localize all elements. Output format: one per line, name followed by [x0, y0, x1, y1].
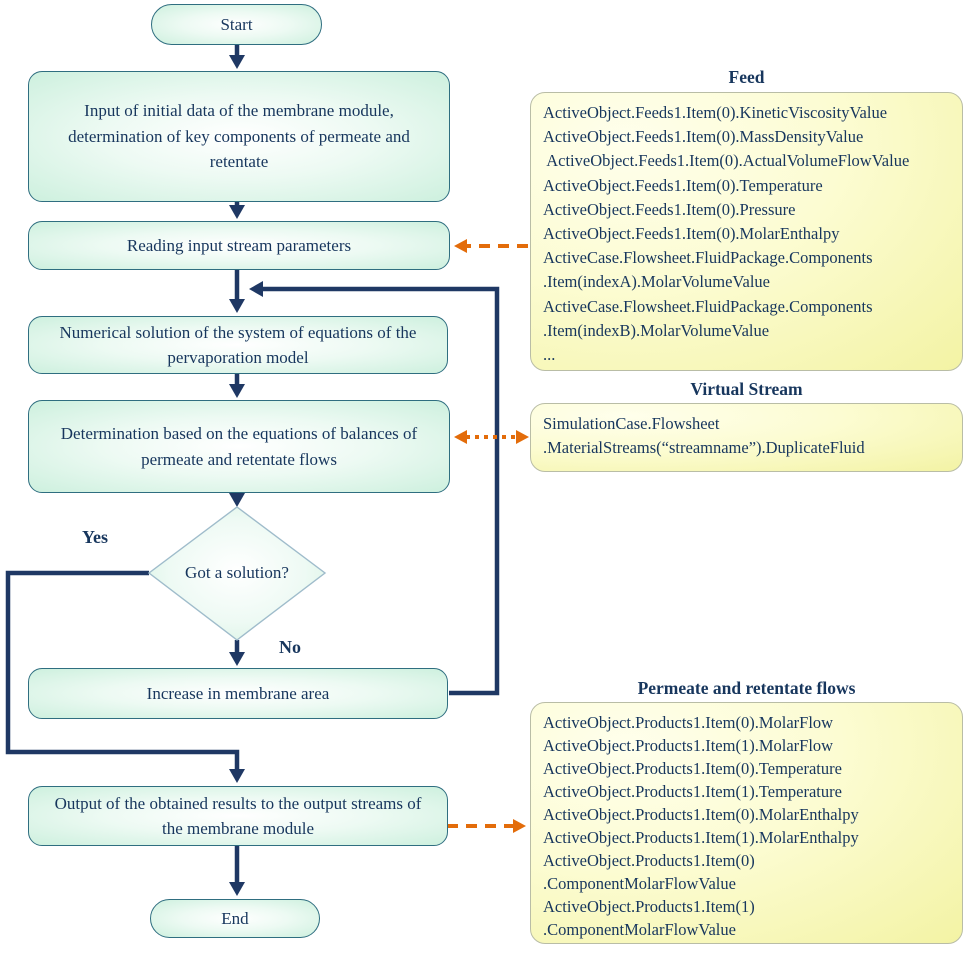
step-label: Reading input stream parameters [126, 235, 352, 255]
code-line: .Item(indexA).MolarVolumeValue [543, 272, 770, 292]
step-input-data: Input of initial data of the membrane mo… [28, 71, 450, 202]
code-line: ActiveObject.Products1.Item(0).Temperatu… [543, 759, 842, 778]
end-label: End [221, 908, 249, 928]
step-increase-area: Increase in membrane area [28, 668, 448, 719]
code-line: ActiveObject.Products1.Item(1) [543, 897, 755, 916]
start-node: Start [151, 4, 322, 45]
code-line: SimulationCase.Flowsheet [543, 414, 720, 433]
code-line: .ComponentMolarFlowValue [543, 920, 736, 939]
code-line: .Item(indexB).MolarVolumeValue [543, 320, 770, 340]
code-line: ActiveObject.Feeds1.Item(0).MassDensityV… [543, 127, 864, 147]
virtual-stream-panel: SimulationCase.Flowsheet .MaterialStream… [530, 403, 963, 472]
yes-branch-label: Yes [82, 527, 108, 547]
step-label: Output of the obtained results to the ou… [54, 793, 422, 839]
virtual-stream-panel-title: Virtual Stream [690, 379, 803, 399]
code-line: .ComponentMolarFlowValue [543, 874, 736, 893]
code-line: ActiveObject.Products1.Item(1).MolarFlow [543, 736, 834, 755]
start-label: Start [220, 14, 253, 34]
step-label: Input of initial data of the membrane mo… [68, 101, 410, 172]
code-line: ActiveObject.Feeds1.Item(0).MolarEnthalp… [543, 224, 840, 244]
end-node: End [150, 899, 320, 938]
decision-label: Got a solution? [185, 563, 289, 582]
arrow-loop-increase-to-junction [249, 281, 500, 696]
code-line: ActiveObject.Feeds1.Item(0).Pressure [543, 199, 796, 219]
code-line: ActiveObject.Products1.Item(0).MolarFlow [543, 713, 834, 732]
step-output-results: Output of the obtained results to the ou… [28, 786, 448, 846]
code-line: ActiveObject.Products1.Item(1).Temperatu… [543, 782, 842, 801]
decision-diamond-shape [147, 506, 327, 641]
feed-panel: ActiveObject.Feeds1.Item(0).KineticVisco… [530, 92, 963, 371]
code-line: ActiveCase.Flowsheet.FluidPackage.Compon… [543, 296, 873, 316]
code-line: ActiveObject.Feeds1.Item(0).KineticVisco… [543, 103, 888, 122]
permeate-panel-title: Permeate and retentate flows [637, 678, 856, 698]
no-branch-label: No [279, 637, 301, 657]
code-line: ActiveObject.Products1.Item(0) [543, 851, 755, 870]
code-line: ActiveObject.Products1.Item(1).MolarEnth… [543, 828, 859, 847]
code-line: ActiveObject.Products1.Item(0).MolarEnth… [543, 805, 859, 824]
code-line: ActiveObject.Feeds1.Item(0).Temperature [543, 175, 823, 195]
feed-panel-title: Feed [728, 67, 765, 87]
code-line: ... [543, 345, 556, 365]
step-determination-balances: Determination based on the equations of … [28, 400, 450, 493]
code-line: .MaterialStreams(“streamname”).Duplicate… [543, 438, 865, 457]
step-reading-parameters: Reading input stream parameters [28, 221, 450, 270]
step-label: Increase in membrane area [146, 683, 330, 703]
permeate-panel: ActiveObject.Products1.Item(0).MolarFlow… [530, 702, 963, 944]
step-numerical-solution: Numerical solution of the system of equa… [28, 316, 448, 374]
code-line: ActiveCase.Flowsheet.FluidPackage.Compon… [543, 248, 873, 268]
step-label: Determination based on the equations of … [60, 424, 418, 469]
step-label: Numerical solution of the system of equa… [59, 322, 417, 368]
arrow-decision-yes-to-output [5, 570, 245, 783]
code-line: ActiveObject.Feeds1.Item(0).ActualVolume… [543, 151, 910, 171]
